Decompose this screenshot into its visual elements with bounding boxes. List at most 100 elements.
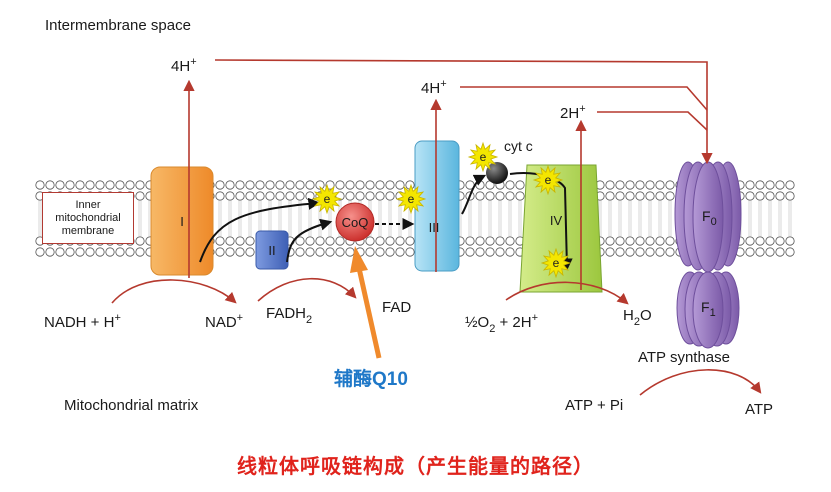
phospholipid-head	[625, 191, 635, 201]
electron-star-5	[540, 247, 572, 279]
phospholipid-head	[745, 236, 755, 246]
lipid-tail	[248, 200, 252, 237]
phospholipid-head	[515, 180, 525, 190]
proton-4h-label-b: 4H+	[421, 78, 447, 97]
phospholipid-head	[325, 236, 335, 246]
phospholipid-head	[345, 180, 355, 190]
phospholipid-head	[655, 247, 665, 257]
lipid-tail	[518, 200, 522, 237]
phospholipid-head	[85, 180, 95, 190]
nad-label: NAD+	[205, 312, 243, 331]
phospholipid-head	[35, 247, 45, 257]
phospholipid-head	[245, 247, 255, 257]
fad-label: FAD	[382, 299, 411, 316]
electron-label-5: e	[553, 256, 560, 270]
phospholipid-head	[505, 191, 515, 201]
lipid-tail	[468, 200, 472, 237]
phospholipid-head	[645, 180, 655, 190]
phospholipid-head	[745, 247, 755, 257]
phospholipid-head	[605, 180, 615, 190]
coq-pointer-arrow	[350, 246, 382, 359]
phospholipid-head	[755, 247, 765, 257]
proton-4h-label-a: 4H+	[171, 56, 197, 75]
lipid-tail	[618, 200, 622, 237]
electron-label-3: e	[480, 150, 487, 164]
phospholipid-head	[105, 180, 115, 190]
phospholipid-head	[495, 247, 505, 257]
phospholipid-head	[275, 191, 285, 201]
phospholipid-head	[375, 191, 385, 201]
phospholipid-head	[235, 191, 245, 201]
electron-label-1: e	[324, 192, 331, 206]
phospholipid-head	[625, 247, 635, 257]
phospholipid-head	[655, 236, 665, 246]
phospholipid-head	[505, 236, 515, 246]
phospholipid-head	[605, 191, 615, 201]
phospholipid-head	[665, 236, 675, 246]
phospholipid-head	[215, 191, 225, 201]
lipid-tail	[298, 200, 302, 237]
phospholipid-head	[245, 191, 255, 201]
phospholipid-head	[765, 236, 775, 246]
atp-synthase-f0: F0	[674, 161, 742, 273]
phospholipid-head	[615, 191, 625, 201]
phospholipid-head	[235, 247, 245, 257]
f1-label: F1	[701, 299, 716, 319]
phospholipid-head	[775, 191, 785, 201]
phospholipid-head	[635, 191, 645, 201]
phospholipid-head	[45, 247, 55, 257]
lipid-tail	[758, 200, 762, 237]
phospholipid-head	[385, 180, 395, 190]
phospholipid-head	[365, 236, 375, 246]
lipid-tail	[608, 200, 612, 237]
lipid-tail	[138, 200, 142, 237]
phospholipid-head	[465, 236, 475, 246]
lipid-tail	[498, 200, 502, 237]
complex-II: II	[255, 230, 289, 270]
phospholipid-head	[765, 191, 775, 201]
phospholipid-head	[105, 247, 115, 257]
phospholipid-head	[605, 247, 615, 257]
phospholipid-head	[85, 247, 95, 257]
lipid-tail	[628, 200, 632, 237]
electron-star-2	[395, 183, 427, 215]
phospholipid-head	[475, 247, 485, 257]
fadh2-label: FADH2	[266, 305, 312, 326]
complex-III-label: III	[429, 220, 440, 235]
phospholipid-head	[235, 180, 245, 190]
phospholipid-head	[745, 191, 755, 201]
phospholipid-head	[655, 180, 665, 190]
phospholipid-head	[365, 180, 375, 190]
phospholipid-head	[365, 191, 375, 201]
atp-label: ATP	[745, 401, 773, 418]
phospholipid-head	[385, 191, 395, 201]
proton-2h-label: 2H+	[560, 103, 586, 122]
lipid-tail	[378, 200, 382, 237]
lipid-tail	[388, 200, 392, 237]
phospholipid-head	[665, 180, 675, 190]
phospholipid-head	[45, 180, 55, 190]
phospholipid-head	[405, 236, 415, 246]
phospholipid-head	[225, 191, 235, 201]
lipid-tail	[648, 200, 652, 237]
phospholipid-head	[135, 247, 145, 257]
phospholipid-head	[215, 247, 225, 257]
lipid-tail	[308, 200, 312, 237]
lipid-tail	[668, 200, 672, 237]
lipid-tail	[488, 200, 492, 237]
atp-synthase-label: ATP synthase	[638, 349, 730, 366]
phospholipid-head	[115, 180, 125, 190]
phospholipid-head	[95, 247, 105, 257]
lipid-tail	[38, 200, 42, 237]
phospholipid-head	[385, 247, 395, 257]
phospholipid-head	[315, 180, 325, 190]
phospholipid-head	[225, 180, 235, 190]
phospholipid-head	[765, 247, 775, 257]
phospholipid-head	[755, 236, 765, 246]
phospholipid-head	[335, 180, 345, 190]
phospholipid-head	[395, 247, 405, 257]
phospholipid-head	[295, 191, 305, 201]
phospholipid-head	[775, 180, 785, 190]
